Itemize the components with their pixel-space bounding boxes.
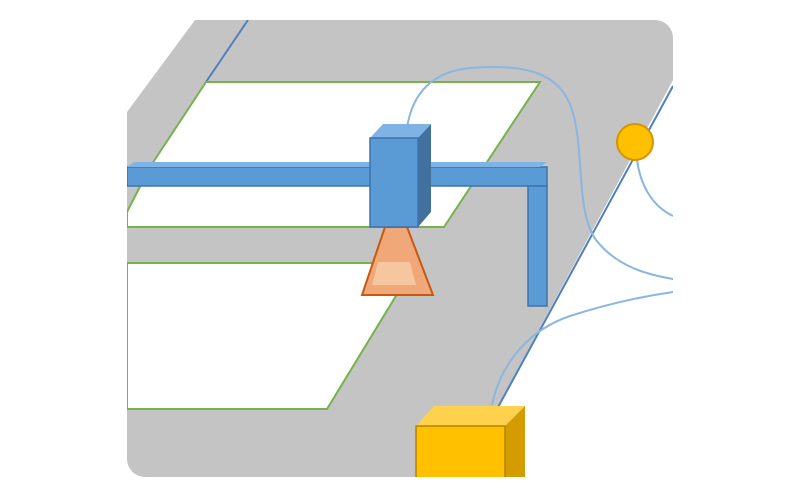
gantry-post bbox=[527, 185, 548, 307]
gantry-rail-top bbox=[127, 162, 547, 167]
nozzle-spray bbox=[372, 262, 416, 285]
conveyor-edge-upper bbox=[205, 20, 249, 83]
control-box-front bbox=[415, 425, 506, 477]
print-head-top bbox=[370, 124, 431, 138]
cable-control-box bbox=[491, 291, 673, 406]
sensor-node bbox=[616, 123, 654, 161]
print-head-front bbox=[369, 137, 419, 228]
gantry-rail bbox=[127, 166, 548, 187]
control-box-side bbox=[505, 406, 525, 477]
print-head-side bbox=[418, 124, 431, 227]
cable-head-to-rail bbox=[406, 65, 673, 280]
cable-sensor bbox=[636, 159, 673, 217]
sheet-lower bbox=[127, 262, 418, 410]
control-box-top bbox=[416, 406, 525, 426]
